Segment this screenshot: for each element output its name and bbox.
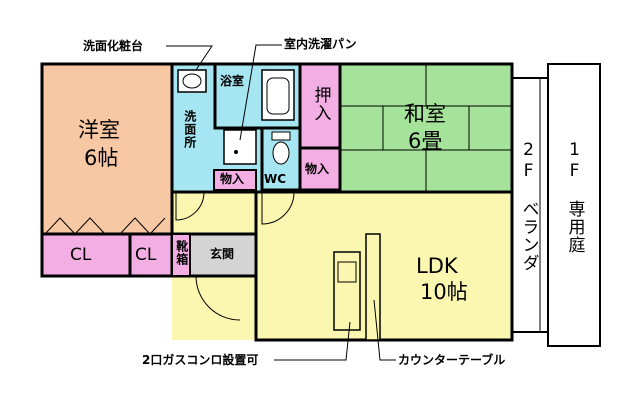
- shoe-box-label: 靴箱: [174, 240, 189, 266]
- ldk-area: [254, 190, 514, 342]
- veranda-label: ベランダ: [518, 200, 539, 272]
- callout-laundry-pan: 室内洗濯パン: [284, 37, 357, 51]
- callout-washbasin: 洗面化粧台: [83, 39, 144, 53]
- japanese-room-name: 和室: [404, 102, 446, 126]
- western-room-name: 洋室: [78, 118, 120, 142]
- western-room-size: 6帖: [84, 146, 119, 170]
- bath-label: 浴室: [220, 74, 245, 88]
- callout-stove: 2口ガスコンロ設置可: [142, 353, 259, 367]
- closet-1-label: CL: [70, 245, 92, 265]
- garden-label: 専用庭: [564, 200, 585, 254]
- western-room: [40, 62, 174, 236]
- ldk-name: LDK: [416, 254, 458, 278]
- callout-counter: カウンターテーブル: [398, 353, 506, 367]
- garden-floor-label: 1F: [564, 140, 585, 182]
- washroom-label: 洗面所: [182, 110, 197, 149]
- oshiire-label: 押入: [310, 86, 331, 122]
- storage-small-2-label: 物入: [305, 162, 330, 176]
- japanese-room-size: 6畳: [408, 129, 443, 153]
- garden-area: [547, 63, 601, 347]
- closet-1-area: [40, 232, 132, 278]
- storage-small-1-label: 物入: [220, 172, 245, 186]
- veranda-area: [511, 77, 549, 333]
- ldk-size: 10帖: [420, 280, 468, 304]
- storage-small-1-area: [213, 169, 257, 191]
- wc-label: WC: [264, 172, 287, 186]
- shoe-box-area: [171, 233, 191, 277]
- entrance-label: 玄関: [210, 247, 235, 261]
- veranda-floor-label: 2F: [518, 140, 539, 182]
- closet-2-label: CL: [135, 245, 157, 265]
